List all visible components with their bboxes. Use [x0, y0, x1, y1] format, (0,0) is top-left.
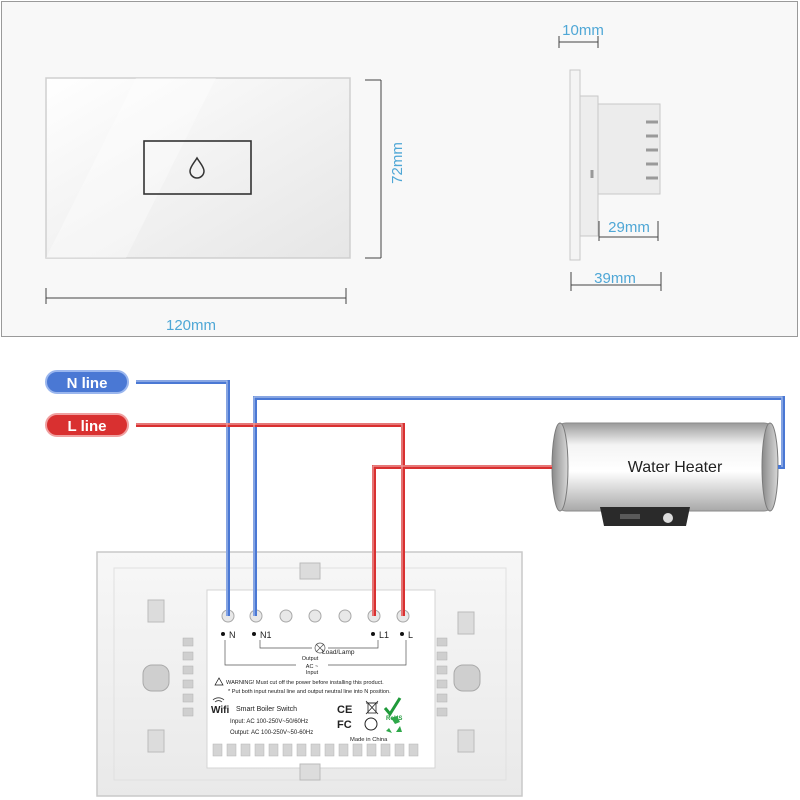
wifi-icon: [212, 697, 225, 703]
output-spec: Output: AC 100-250V~50-60Hz: [230, 730, 313, 736]
ac-text: AC ~: [306, 664, 318, 670]
warning-block: WARNING! Must cut off the power before i…: [214, 677, 391, 695]
made-in-text: Made in China: [350, 737, 388, 743]
terminal-n-label: N: [229, 630, 236, 640]
water-heater: Water Heater: [551, 422, 779, 526]
l-line-label: L line: [68, 418, 107, 435]
l-line-badge: L line: [45, 413, 129, 437]
energy-icon: [364, 717, 378, 731]
height-label: 72mm: [389, 142, 406, 184]
wifi-text: Wifi: [211, 705, 229, 716]
input-text: Input: [306, 670, 319, 676]
total-depth-label: 39mm: [594, 270, 636, 287]
terminal-l-label: L: [408, 630, 413, 640]
fc-mark: FC: [337, 719, 352, 731]
width-label: 120mm: [166, 317, 216, 334]
terminal-labels: N N1 L1 L: [221, 630, 413, 640]
switch-side-view: [569, 69, 661, 261]
height-dimension-line: [365, 79, 382, 259]
ce-mark: CE: [337, 704, 352, 716]
weee-bin-icon: [365, 700, 379, 715]
width-dimension-line: [45, 288, 347, 304]
load-lamp-text: Load/Lamp: [322, 649, 355, 656]
output-text: Output: [302, 656, 319, 662]
heater-control-panel: [600, 507, 690, 526]
recycle-icon: [386, 716, 402, 733]
rohs-check-icon: [383, 697, 402, 717]
back-label-plate: [206, 589, 436, 769]
product-info-block: Wifi Smart Boiler Switch Input: AC 100-2…: [211, 697, 402, 743]
water-heater-label: Water Heater: [628, 459, 723, 476]
box-depth-label: 29mm: [608, 219, 650, 236]
terminal-l1-label: L1: [379, 630, 389, 640]
note-text: * Put both input neutral line and output…: [228, 689, 391, 695]
water-drop-icon: [189, 156, 205, 179]
warning-text: WARNING! Must cut off the power before i…: [226, 680, 384, 686]
wiring-lines: [136, 380, 785, 616]
n-line-badge: N line: [45, 370, 129, 394]
thickness-label: 10mm: [562, 22, 604, 39]
switch-front-view: [45, 77, 351, 259]
terminal-n1-label: N1: [260, 630, 272, 640]
input-spec: Input: AC 100-250V~50/60Hz: [230, 719, 308, 725]
switch-back-view: [96, 551, 523, 797]
touch-key: [143, 140, 252, 195]
label-schematic: [224, 640, 407, 666]
n-line-label: N line: [67, 375, 108, 392]
product-name: Smart Boiler Switch: [236, 706, 297, 713]
